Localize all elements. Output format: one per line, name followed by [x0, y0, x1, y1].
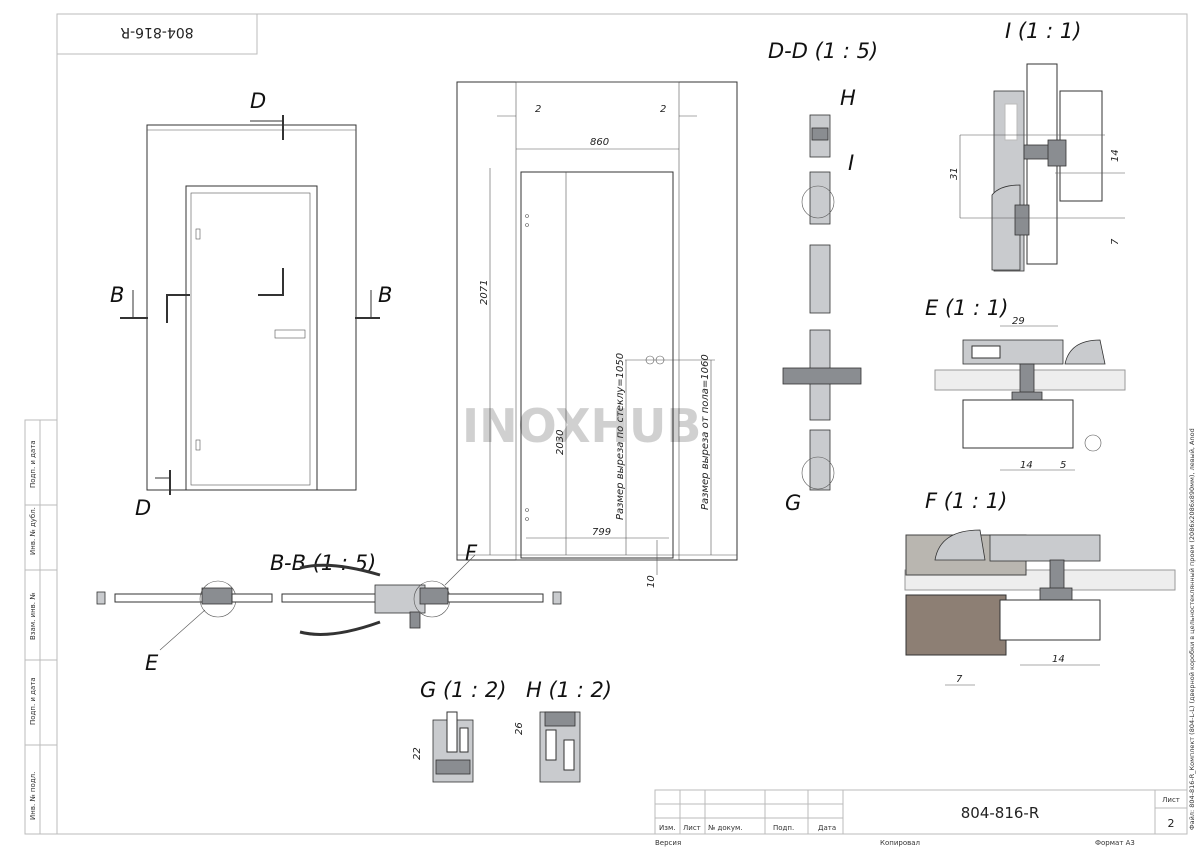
- dim-799: 799: [592, 527, 611, 538]
- view-title-e: E (1 : 1): [925, 296, 1008, 320]
- dim-g-22: 22: [412, 747, 423, 760]
- dim-e-29: 29: [1012, 316, 1025, 327]
- dim-gap-right: 2: [660, 104, 666, 115]
- view-title-h: H (1 : 2): [526, 678, 612, 702]
- sheet-number: 2: [1168, 817, 1175, 830]
- detail-i: [959, 63, 1125, 272]
- sheet-label: Лист: [1162, 796, 1180, 804]
- door-elevation: [456, 81, 738, 575]
- marker-i: I: [848, 151, 854, 175]
- section-bb: [96, 554, 562, 651]
- view-title-g: G (1 : 2): [420, 678, 506, 702]
- detail-f: [904, 529, 1176, 686]
- marker-h: H: [840, 86, 856, 110]
- title-block: Изм. Лист № докум. Подп. Дата 804-816-R …: [654, 789, 1188, 847]
- tb-col: Лист: [683, 824, 701, 832]
- tb-col: Дата: [818, 824, 836, 832]
- stamp-label: Взам. инв. №: [29, 592, 37, 640]
- dim-f-14: 14: [1052, 654, 1065, 665]
- stamp-label: Инв. № подл.: [29, 772, 37, 820]
- top-number-box: [56, 13, 258, 55]
- dim-860: 860: [590, 137, 609, 148]
- dim-e-14: 14: [1020, 460, 1033, 471]
- dim-i-7: 7: [1110, 238, 1121, 245]
- view-title-bb: B-B (1 : 5): [270, 551, 376, 575]
- view-title-dd: D-D (1 : 5): [768, 39, 878, 63]
- dim-2030: 2030: [555, 430, 566, 455]
- version-label: Версия: [655, 839, 681, 847]
- detail-g: [432, 711, 474, 783]
- stamp-label: Подп. и дата: [29, 440, 37, 488]
- detail-h: [539, 711, 581, 783]
- marker-g: G: [785, 491, 801, 515]
- tb-col: Изм.: [659, 824, 675, 832]
- drawing-number: 804-816-R: [961, 804, 1040, 822]
- marker-d-bottom: D: [135, 496, 151, 520]
- stamp-label: Подп. и дата: [29, 677, 37, 725]
- dim-2071: 2071: [479, 280, 490, 305]
- marker-e: E: [145, 651, 159, 675]
- dim-i-14: 14: [1110, 149, 1121, 162]
- format-label: Формат А3: [1095, 839, 1135, 847]
- marker-b-right: B: [378, 283, 392, 307]
- file-caption: Файл: 804-816-R_Комплект (804-L-L) (двер…: [1188, 428, 1196, 830]
- dim-h-26: 26: [514, 722, 525, 735]
- dim-gap-left: 2: [535, 104, 541, 115]
- dim-f-7: 7: [956, 674, 963, 685]
- view-title-f: F (1 : 1): [925, 489, 1007, 513]
- dim-cut-glass: Размер выреза по стеклу=1050: [615, 353, 626, 520]
- copied-label: Копировал: [880, 839, 920, 847]
- top-drawing-number: 804-816-R: [120, 24, 194, 40]
- marker-d-top: D: [250, 89, 266, 113]
- tb-col: Подп.: [773, 824, 794, 832]
- section-dd: [782, 114, 862, 491]
- door-front-view: [120, 115, 380, 495]
- marker-f: F: [465, 541, 478, 565]
- dim-cut-floor: Размер выреза от пола=1060: [700, 354, 711, 510]
- watermark: INOXHUB: [462, 399, 701, 453]
- view-title-i: I (1 : 1): [1005, 19, 1081, 43]
- dim-e-5: 5: [1060, 460, 1066, 471]
- stamp-column: Подп. и дата Инв. № дубл. Взам. инв. № П…: [24, 419, 58, 835]
- detail-e: [934, 325, 1126, 471]
- marker-b-left: B: [110, 283, 124, 307]
- dim-i-31: 31: [949, 167, 960, 180]
- tb-col: № докум.: [708, 824, 743, 832]
- stamp-label: Инв. № дубл.: [29, 507, 37, 555]
- dim-10: 10: [646, 575, 657, 588]
